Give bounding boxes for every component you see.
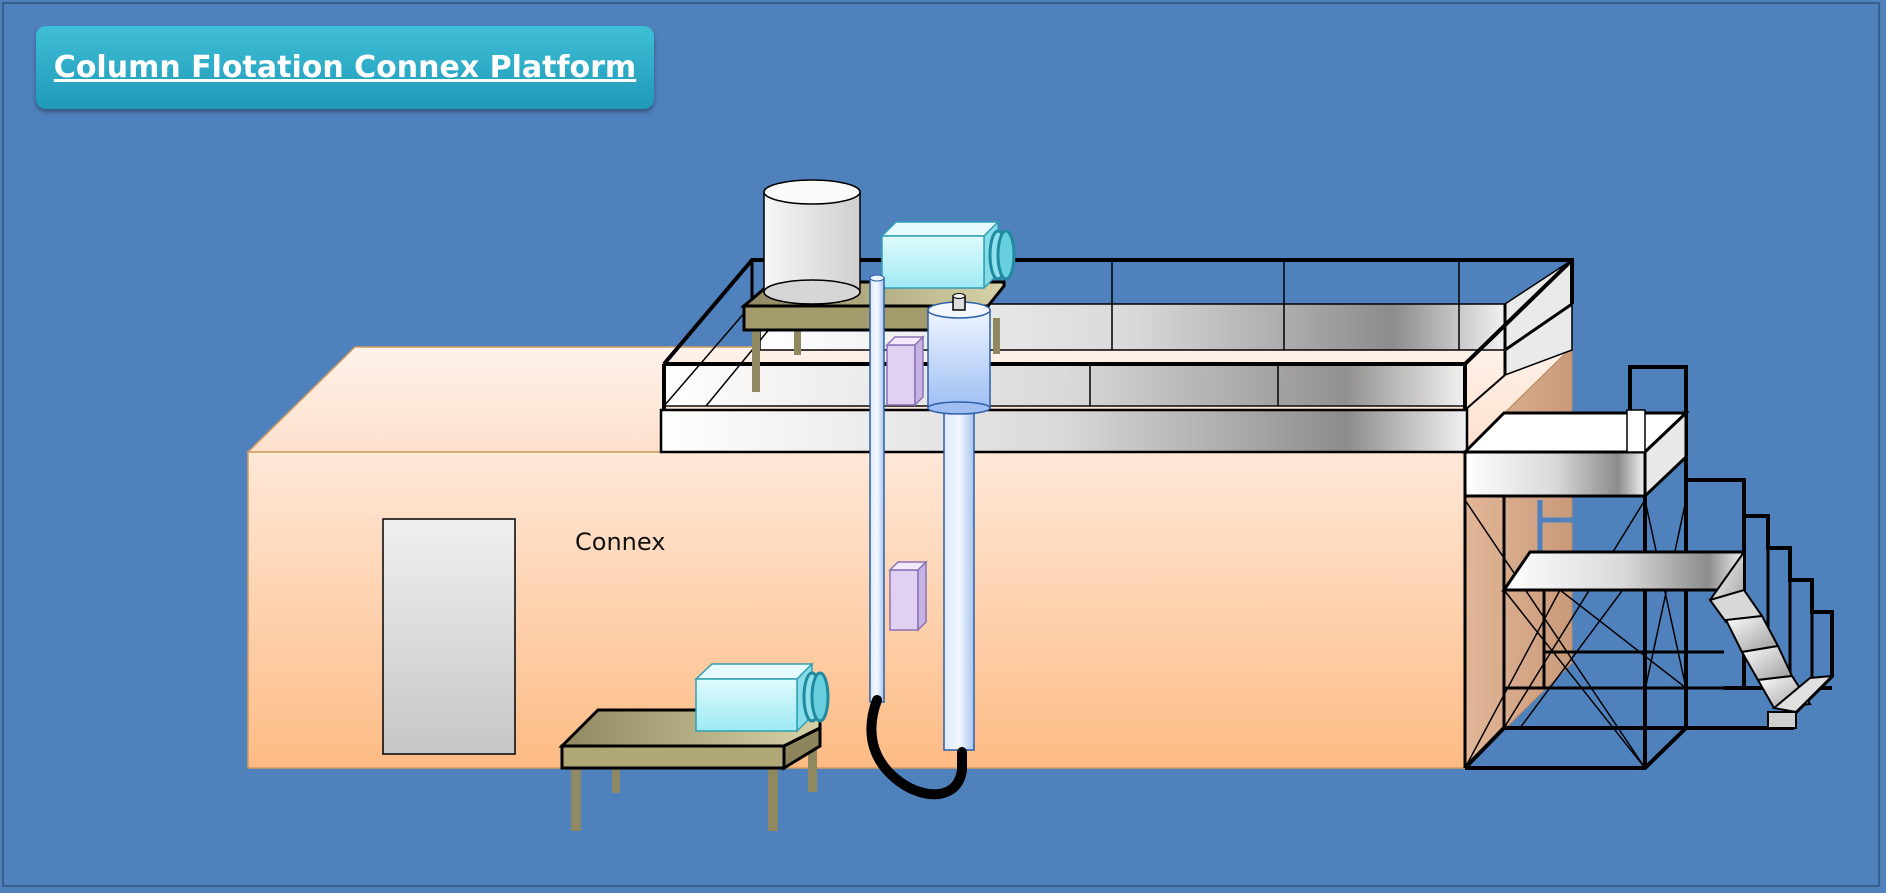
table-leg — [768, 765, 778, 831]
landing — [1461, 409, 1690, 500]
stairs — [1686, 478, 1835, 730]
door — [382, 518, 516, 755]
platform-right-rail — [1463, 258, 1574, 366]
title-box: Column Flotation Connex Platform — [36, 26, 654, 109]
platform-mid-panel — [663, 363, 1466, 407]
ground-blower — [694, 662, 830, 733]
control-box-lower — [888, 560, 928, 632]
page-title: Column Flotation Connex Platform — [53, 50, 637, 85]
platform-front-slab — [659, 408, 1469, 454]
control-box-upper — [885, 335, 925, 407]
connex-label: Connex — [575, 528, 666, 556]
table-leg — [612, 765, 620, 793]
ground-table-apron — [560, 744, 786, 770]
table-leg — [993, 318, 1000, 354]
mid-platform — [1501, 550, 1747, 592]
platform-brace — [1504, 302, 1573, 352]
flotation-column — [927, 293, 991, 751]
top-blower — [880, 220, 1016, 290]
thin-pipe — [869, 274, 885, 703]
table-leg — [808, 740, 817, 792]
water-tank — [763, 179, 861, 305]
top-platform — [659, 258, 1574, 454]
table-leg — [794, 330, 801, 355]
platform-brace — [663, 303, 753, 407]
platform-top-rail — [662, 258, 1574, 366]
hose — [866, 695, 967, 800]
table-leg — [571, 765, 581, 831]
table-leg — [752, 330, 760, 392]
platform-brace — [1464, 374, 1506, 411]
